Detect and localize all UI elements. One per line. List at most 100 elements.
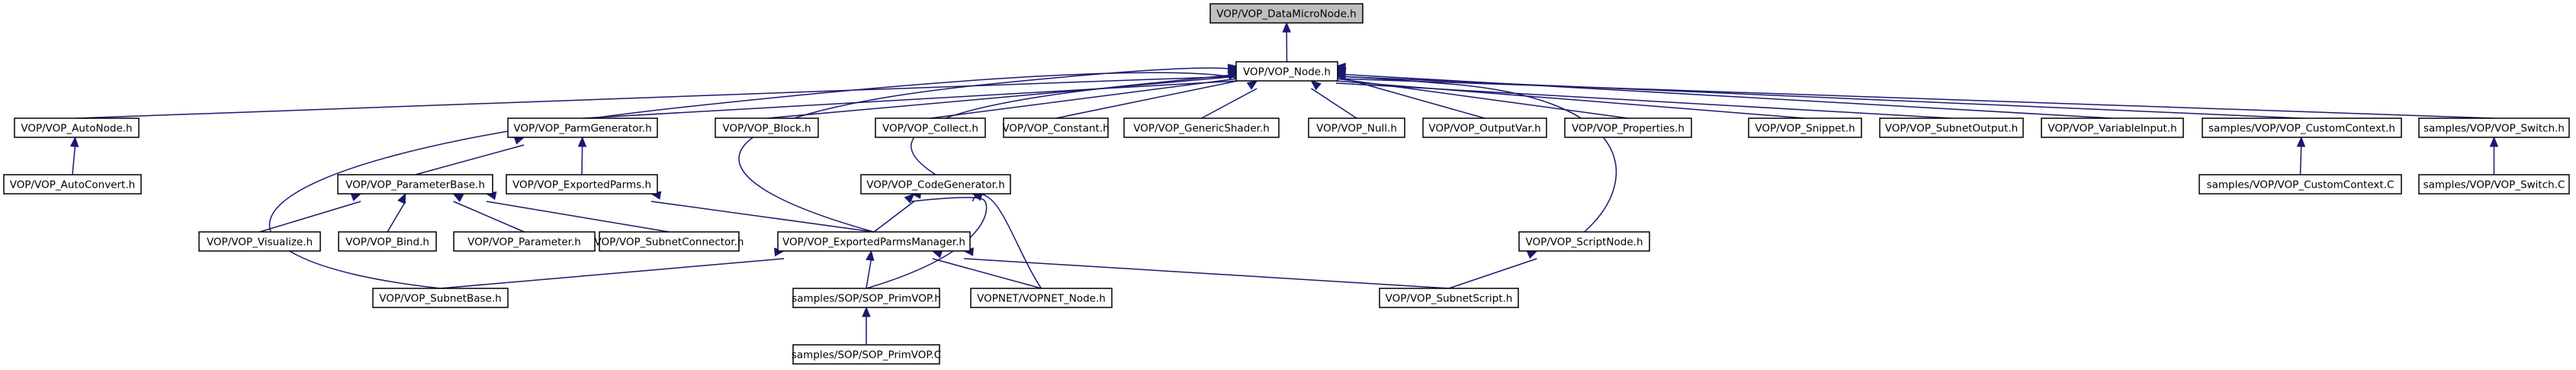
arrowhead-icon [1526, 250, 1538, 259]
node-label: samples/VOP/VOP_CustomContext.C [2207, 179, 2395, 191]
edge-line [930, 78, 1238, 119]
node-label: VOP/VOP_ExportedParms.h [512, 179, 651, 191]
node-label: VOP/VOP_Properties.h [1572, 123, 1685, 135]
node-box [2418, 174, 2570, 195]
node-box [875, 117, 986, 138]
node-vop-vop-parameter-h[interactable]: VOP/VOP_Parameter.h [453, 231, 596, 252]
node-box [506, 174, 658, 195]
node-box [507, 117, 658, 138]
edge-line [963, 258, 1450, 289]
node-samples-vop-vop-customcontext-c[interactable]: samples/VOP/VOP_CustomContext.C [2199, 174, 2402, 195]
node-box [715, 117, 819, 138]
node-label: VOP/VOP_AutoNode.h [21, 123, 132, 135]
nodes-layer: VOP/VOP_DataMicroNode.hVOP/VOP_Node.hVOP… [3, 3, 2570, 365]
node-box [970, 288, 1113, 308]
edge-scriptnode-to-node [1319, 69, 1617, 233]
node-box [777, 231, 971, 252]
edge-line [486, 201, 670, 233]
edge-line [873, 201, 915, 233]
node-vop-vop-node-h[interactable]: VOP/VOP_Node.h [1235, 61, 1338, 82]
arrowhead-icon [577, 136, 587, 147]
node-vop-vop-subnetscript-h[interactable]: VOP/VOP_SubnetScript.h [1379, 288, 1519, 308]
node-vop-vop-visualize-h[interactable]: VOP/VOP_Visualize.h [198, 231, 321, 252]
node-box [1003, 117, 1109, 138]
node-vop-vop-constant-h[interactable]: VOP/VOP_Constant.h [1002, 117, 1110, 138]
node-samples-vop-vop-switch-c[interactable]: samples/VOP/VOP_Switch.C [2418, 174, 2570, 195]
edge-bind-to-parambase [387, 192, 406, 233]
node-vop-vop-autonode-h[interactable]: VOP/VOP_AutoNode.h [14, 117, 140, 138]
node-label: VOP/VOP_OutputVar.h [1428, 123, 1540, 135]
node-vop-vop-scriptnode-h[interactable]: VOP/VOP_ScriptNode.h [1518, 231, 1650, 252]
node-label: VOP/VOP_Visualize.h [207, 236, 313, 249]
arrowhead-icon [1246, 80, 1258, 90]
edge-line [866, 258, 872, 289]
node-vop-vop-collect-h[interactable]: VOP/VOP_Collect.h [875, 117, 986, 138]
node-box [599, 231, 740, 252]
node-box [337, 174, 493, 195]
node-label: VOP/VOP_Bind.h [345, 236, 429, 249]
edge-autoconvert-to-autonode [69, 136, 79, 175]
node-box [2041, 117, 2184, 138]
edge-line [1335, 78, 2494, 119]
node-vop-vop-exportedparmsmanager-h[interactable]: VOP/VOP_ExportedParmsManager.h [777, 231, 971, 252]
edge-epm-to-codegen [873, 193, 915, 233]
node-samples-sop-sop-primvop-h[interactable]: samples/SOP/SOP_PrimVOP.h [792, 288, 941, 308]
node-vop-vop-exportedparms-h[interactable]: VOP/VOP_ExportedParms.h [506, 174, 658, 195]
node-vop-vop-genericshader-h[interactable]: VOP/VOP_GenericShader.h [1123, 117, 1280, 138]
node-vop-vop-outputvar-h[interactable]: VOP/VOP_OutputVar.h [1422, 117, 1547, 138]
node-label: VOP/VOP_VariableInput.h [2048, 123, 2176, 135]
node-vop-vop-properties-h[interactable]: VOP/VOP_Properties.h [1564, 117, 1692, 138]
node-vop-vop-bind-h[interactable]: VOP/VOP_Bind.h [338, 231, 437, 252]
node-label: VOP/VOP_ScriptNode.h [1525, 236, 1643, 249]
edge-line [72, 144, 76, 175]
node-label: VOP/VOP_Block.h [722, 123, 811, 135]
node-vop-vop-subnetbase-h[interactable]: VOP/VOP_SubnetBase.h [372, 288, 509, 308]
arrowhead-icon [1228, 67, 1239, 76]
node-samples-sop-sop-primvop-c[interactable]: samples/SOP/SOP_PrimVOP.C [792, 344, 941, 365]
node-box [1422, 117, 1547, 138]
node-box [1879, 117, 2024, 138]
edge-parameter-to-parambase [452, 193, 525, 233]
arrowhead-icon [452, 193, 464, 202]
node-vop-vop-variableinput-h[interactable]: VOP/VOP_VariableInput.h [2041, 117, 2184, 138]
node-vop-vop-parmgenerator-h[interactable]: VOP/VOP_ParmGenerator.h [507, 117, 658, 138]
node-label: VOP/VOP_Node.h [1243, 66, 1331, 79]
node-vop-vop-null-h[interactable]: VOP/VOP_Null.h [1308, 117, 1405, 138]
node-vop-vop-autoconvert-h[interactable]: VOP/VOP_AutoConvert.h [3, 174, 142, 195]
edge-parambase-to-parmgen [415, 136, 525, 175]
node-label: samples/VOP/VOP_CustomContext.h [2208, 123, 2395, 135]
node-vop-vop-block-h[interactable]: VOP/VOP_Block.h [715, 117, 819, 138]
edge-line [415, 144, 525, 175]
node-vop-vop-subnetconnector-h[interactable]: VOP/VOP_SubnetConnector.h [595, 231, 744, 252]
edge-subnetscript-to-epm [962, 247, 1450, 289]
node-vop-vop-subnetoutput-h[interactable]: VOP/VOP_SubnetOutput.h [1879, 117, 2024, 138]
edge-subnetconn-to-parambase [485, 191, 670, 233]
arrowhead-icon [904, 193, 915, 204]
node-label: samples/SOP/SOP_PrimVOP.C [792, 349, 941, 362]
node-vop-vop-datamicronode-h: VOP/VOP_DataMicroNode.h [1209, 3, 1363, 24]
arrowhead-icon [866, 249, 875, 262]
node-box [1748, 117, 1862, 138]
edge-line [581, 144, 583, 175]
edge-line [1055, 80, 1238, 119]
edge-epm-to-node [738, 65, 1243, 233]
edge-visualize-to-parambase [259, 193, 362, 233]
node-label: VOP/VOP_ParameterBase.h [345, 179, 485, 191]
node-samples-vop-vop-switch-h[interactable]: samples/VOP/VOP_Switch.h [2418, 117, 2570, 138]
arrowhead-icon [397, 192, 406, 204]
edge-line [766, 76, 1238, 119]
edge-line [932, 258, 1042, 289]
node-vop-vop-parameterbase-h[interactable]: VOP/VOP_ParameterBase.h [337, 174, 493, 195]
edge-line [650, 201, 875, 233]
arrowhead-icon [1310, 80, 1322, 91]
node-box [860, 174, 1011, 195]
node-vopnet-vopnet-node-h[interactable]: VOPNET/VOPNET_Node.h [970, 288, 1113, 308]
node-samples-vop-vop-customcontext-h[interactable]: samples/VOP/VOP_CustomContext.h [2202, 117, 2402, 138]
node-label: samples/VOP/VOP_Switch.h [2423, 123, 2565, 135]
node-vop-vop-snippet-h[interactable]: VOP/VOP_Snippet.h [1748, 117, 1862, 138]
node-label: VOP/VOP_SubnetOutput.h [1885, 123, 2018, 135]
node-label: VOP/VOP_GenericShader.h [1133, 123, 1270, 135]
edge-node-to-datamicro [1282, 21, 1292, 63]
edge-line [582, 80, 1238, 119]
node-vop-vop-codegenerator-h[interactable]: VOP/VOP_CodeGenerator.h [860, 174, 1011, 195]
